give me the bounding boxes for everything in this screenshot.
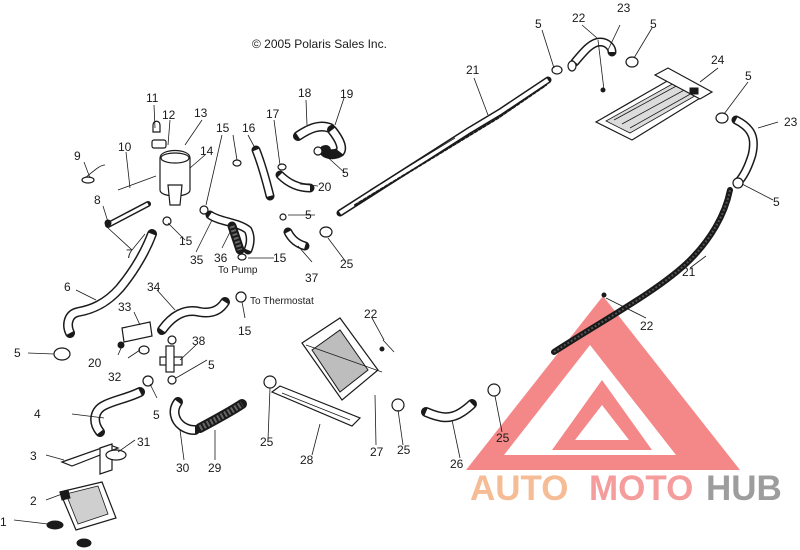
hose-16 — [251, 145, 275, 201]
hose-clamps — [53, 87, 607, 412]
callout-18: 18 — [298, 86, 312, 100]
watermark-logo — [466, 296, 740, 470]
callout-labels: 1 2 3 4 5 5 5 5 5 5 5 5 5 6 7 8 9 10 11 … — [0, 1, 798, 529]
callout-16: 16 — [242, 121, 256, 135]
fitting-38 — [159, 345, 183, 373]
grommet-31 — [105, 449, 127, 461]
callout-12: 12 — [162, 108, 176, 122]
callout-20b: 20 — [88, 356, 102, 370]
hose-4 — [90, 387, 145, 437]
callout-23b: 23 — [784, 115, 798, 129]
hose-37 — [283, 227, 310, 251]
callout-8: 8 — [94, 193, 101, 207]
grommet-1 — [46, 520, 92, 548]
callout-5d: 5 — [305, 208, 312, 222]
hose-20-upper — [275, 170, 315, 193]
annotation-to-pump: To Pump — [218, 265, 258, 276]
callout-5i: 5 — [773, 195, 780, 209]
hose-35 — [205, 210, 255, 255]
callout-33: 33 — [118, 300, 132, 314]
watermark-part2: MOTO — [589, 469, 693, 508]
callout-38: 38 — [192, 334, 206, 348]
callout-25a: 25 — [340, 257, 354, 271]
callout-28: 28 — [300, 453, 314, 467]
copyright-text: © 2005 Polaris Sales Inc. — [252, 37, 387, 51]
callout-1: 1 — [0, 515, 7, 529]
callout-4: 4 — [34, 407, 41, 421]
radiator-24 — [594, 67, 714, 141]
watermark-part3: HUB — [706, 469, 782, 508]
callout-6: 6 — [64, 280, 71, 294]
callout-5a: 5 — [14, 346, 21, 360]
hose-6 — [63, 229, 157, 338]
callout-19: 19 — [340, 87, 354, 101]
callout-32: 32 — [108, 370, 122, 384]
bracket-33 — [121, 321, 153, 355]
leader-lines — [13, 24, 779, 525]
callout-25c: 25 — [397, 443, 411, 457]
callout-20a: 20 — [318, 180, 332, 194]
callout-10: 10 — [118, 140, 132, 154]
coolant-tube-21-lower — [551, 187, 733, 355]
callout-15c: 15 — [273, 251, 287, 265]
bracket-28 — [270, 385, 362, 427]
hose-34 — [157, 297, 230, 335]
callout-30: 30 — [176, 461, 190, 475]
callout-21a: 21 — [466, 63, 480, 77]
hose-36 — [227, 221, 245, 255]
callout-26: 26 — [450, 457, 464, 471]
callout-14: 14 — [200, 144, 214, 158]
callout-27: 27 — [370, 445, 384, 459]
coolant-bottle-assembly — [81, 120, 191, 206]
callout-24: 24 — [711, 53, 725, 67]
callout-35: 35 — [190, 253, 204, 267]
callout-13: 13 — [194, 106, 208, 120]
shield-27 — [301, 317, 383, 401]
callout-11: 11 — [146, 91, 159, 105]
radiator-hose-23-top — [551, 37, 639, 75]
fastener-22 — [382, 39, 605, 353]
callout-31: 31 — [137, 435, 151, 449]
callout-21b: 21 — [682, 265, 696, 279]
callout-34: 34 — [147, 280, 161, 294]
callout-2: 2 — [30, 494, 37, 508]
callout-5f: 5 — [535, 17, 542, 31]
coolant-tube-21-upper — [336, 76, 552, 217]
callout-22b: 22 — [364, 307, 378, 321]
hose-19 — [319, 125, 347, 160]
callout-5g: 5 — [650, 17, 657, 31]
callout-5b: 5 — [153, 408, 160, 422]
callout-5h: 5 — [745, 69, 752, 83]
callout-7: 7 — [126, 247, 133, 261]
hose-18 — [293, 121, 335, 141]
annotation-to-thermostat: To Thermostat — [250, 296, 314, 307]
callout-36: 36 — [214, 251, 228, 265]
radiator-hose-23-side — [715, 112, 758, 189]
callout-3: 3 — [30, 449, 37, 463]
hose-30 — [169, 397, 200, 435]
hose-8 — [105, 201, 151, 228]
callout-15a: 15 — [216, 121, 230, 135]
watermark-text: AUTO MOTO HUB — [470, 469, 782, 508]
hose-29 — [195, 399, 247, 433]
oil-cooler-2 — [59, 481, 117, 531]
callout-9: 9 — [74, 149, 81, 163]
callout-17: 17 — [266, 107, 280, 121]
watermark-part1: AUTO — [470, 469, 569, 508]
callout-23a: 23 — [617, 1, 631, 15]
callout-22a: 22 — [572, 11, 586, 25]
callout-5e: 5 — [342, 166, 349, 180]
callout-15b: 15 — [179, 234, 193, 248]
callout-5c: 5 — [208, 358, 215, 372]
callout-37: 37 — [305, 271, 319, 285]
callout-25b: 25 — [260, 435, 274, 449]
hose-26 — [421, 399, 477, 423]
callout-15d: 15 — [238, 324, 252, 338]
callout-29: 29 — [208, 461, 222, 475]
callout-22c: 22 — [640, 319, 654, 333]
callout-25d: 25 — [496, 431, 510, 445]
